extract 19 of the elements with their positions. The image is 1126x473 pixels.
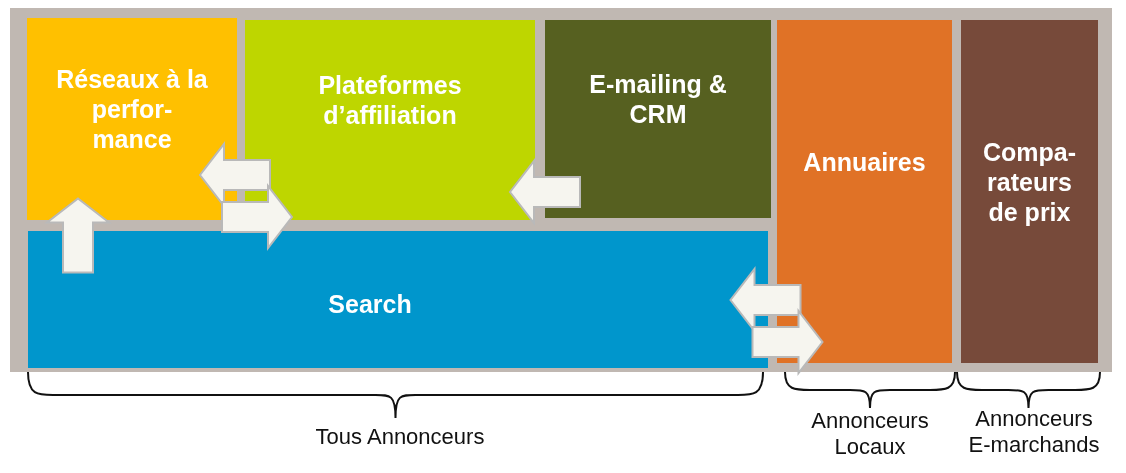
- category-label: Réseaux à la perfor-mance: [55, 64, 209, 154]
- group-label: Annonceurs Locaux: [810, 408, 930, 461]
- category-box: [777, 20, 952, 363]
- category-box: [28, 231, 768, 368]
- category-label: Annuaires: [802, 146, 927, 177]
- category-label: Compa-rateurs de prix: [981, 136, 1078, 227]
- category-box: [545, 20, 771, 218]
- block-arrow: [44, 197, 112, 274]
- category-box: [245, 20, 535, 220]
- group-label: Tous Annonceurs: [314, 424, 486, 451]
- block-arrow: [751, 308, 824, 376]
- category-label: E-mailing & CRM: [588, 69, 728, 129]
- category-label: Search: [327, 288, 413, 319]
- category-box: [961, 20, 1098, 363]
- group-label: Annonceurs E-marchands: [967, 406, 1101, 459]
- block-arrow: [221, 183, 294, 251]
- category-box: [27, 18, 237, 220]
- block-arrow: [508, 158, 581, 226]
- category-label: Plateformes d’affiliation: [317, 70, 463, 130]
